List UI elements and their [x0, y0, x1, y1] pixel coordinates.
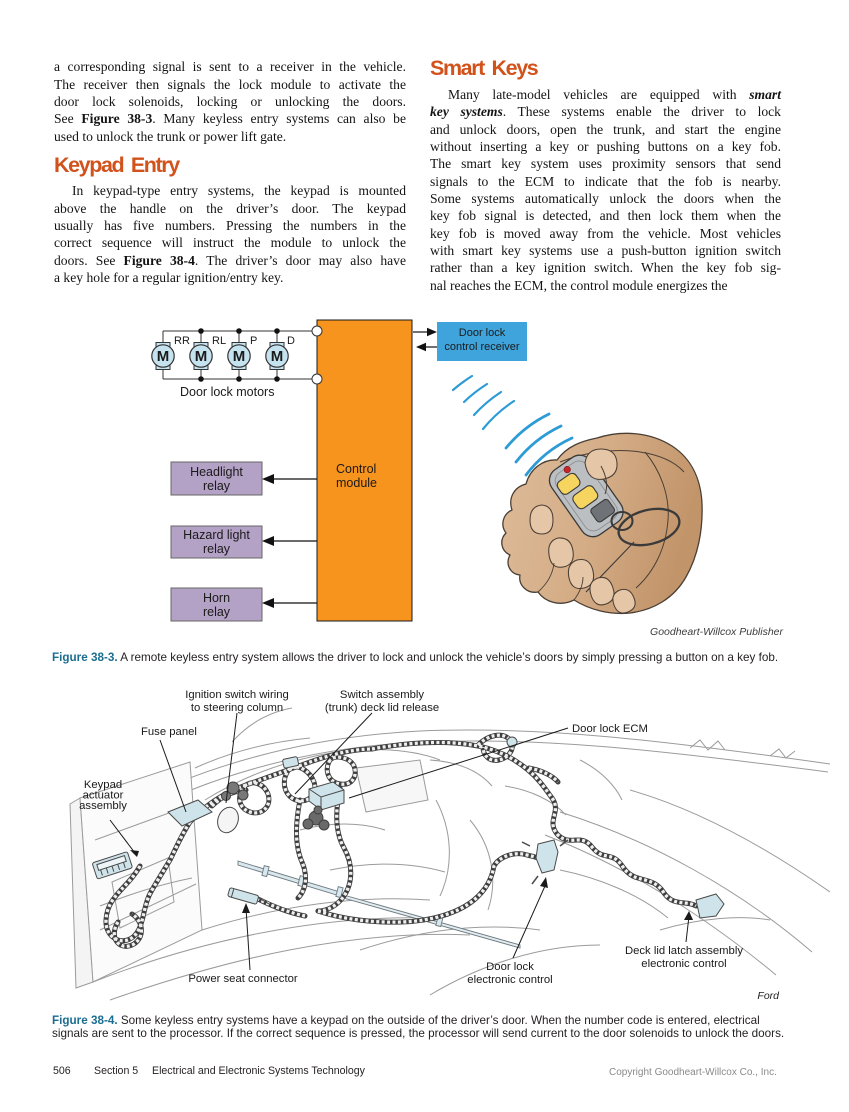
svg-text:RR: RR: [174, 335, 190, 347]
svg-text:Ford: Ford: [757, 990, 780, 1002]
svg-text:electronic control: electronic control: [467, 974, 552, 986]
svg-text:M: M: [157, 348, 170, 365]
svg-text:relay: relay: [203, 479, 231, 493]
svg-text:Keypad: Keypad: [84, 779, 122, 791]
svg-text:module: module: [336, 476, 377, 490]
svg-text:M: M: [271, 348, 284, 365]
svg-text:assembly: assembly: [79, 800, 127, 812]
svg-text:Ignition switch wiring: Ignition switch wiring: [185, 689, 289, 701]
svg-text:Power seat connector: Power seat connector: [188, 973, 298, 985]
svg-text:Deck lid latch assembly: Deck lid latch assembly: [625, 945, 743, 957]
svg-text:Horn: Horn: [203, 591, 230, 605]
svg-text:actuator: actuator: [83, 790, 124, 802]
svg-text:Hazard light: Hazard light: [183, 528, 250, 542]
svg-text:control receiver: control receiver: [444, 341, 520, 353]
svg-text:Door lock motors: Door lock motors: [180, 385, 274, 399]
svg-text:Door lock: Door lock: [486, 961, 534, 973]
svg-text:RL: RL: [212, 335, 226, 347]
svg-text:relay: relay: [203, 605, 231, 619]
svg-text:electronic control: electronic control: [641, 958, 726, 970]
svg-text:Headlight: Headlight: [190, 465, 243, 479]
svg-text:Switch assembly: Switch assembly: [340, 689, 424, 701]
svg-text:Fuse panel: Fuse panel: [141, 726, 197, 738]
svg-text:to steering column: to steering column: [191, 702, 283, 714]
svg-text:D: D: [287, 335, 295, 347]
svg-text:M: M: [195, 348, 208, 365]
svg-text:relay: relay: [203, 542, 231, 556]
svg-text:P: P: [250, 335, 257, 347]
svg-text:Control: Control: [336, 462, 376, 476]
svg-text:Door lock ECM: Door lock ECM: [572, 723, 648, 735]
svg-text:Door lock: Door lock: [459, 327, 506, 339]
svg-text:(trunk) deck lid release: (trunk) deck lid release: [325, 702, 439, 714]
svg-text:M: M: [233, 348, 246, 365]
